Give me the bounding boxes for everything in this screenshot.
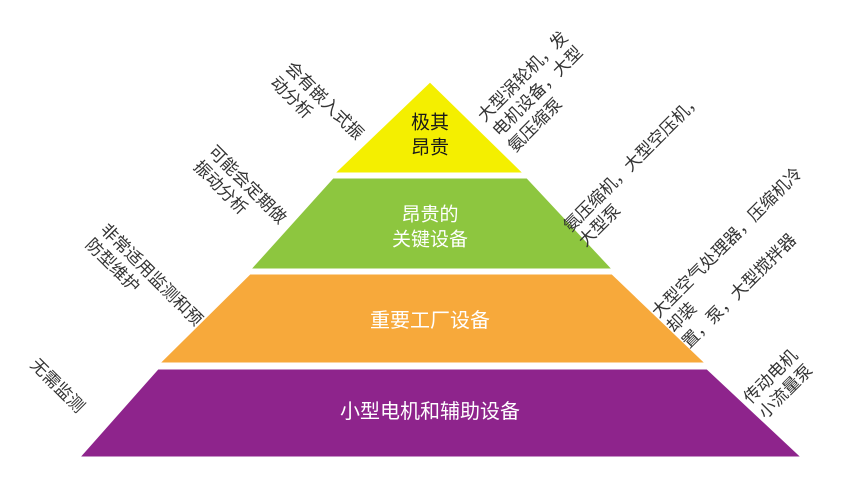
tier-important-label: 重要工厂设备 [370, 308, 490, 332]
tier-critical-shape [249, 177, 614, 270]
tier-small-label: 小型电机和辅助设备 [340, 399, 520, 423]
tier-critical-label: 昂贵的 关键设备 [391, 203, 469, 250]
tier-top-label: 极其 昂贵 [410, 111, 450, 158]
tier-small-shape [78, 368, 803, 458]
tier-top-shape [333, 81, 525, 174]
tier-important-shape [158, 273, 707, 364]
